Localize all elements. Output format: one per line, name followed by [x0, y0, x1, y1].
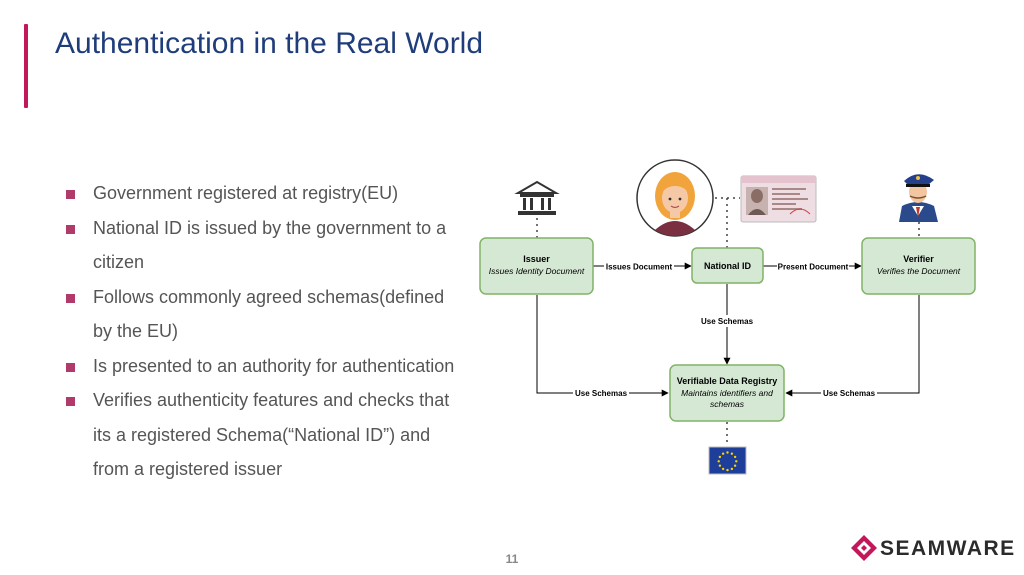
edge-label-use-schemas-left: Use Schemas: [575, 389, 628, 398]
seamware-logo-icon: [851, 535, 877, 561]
bullet-text: its a registered Schema(“National ID”) a…: [93, 424, 431, 445]
seamware-logo: SEAMWARE: [850, 534, 1014, 562]
node-registry-subtitle: Maintains identifiers and: [681, 388, 773, 398]
edge-use-schemas-right: [785, 295, 920, 397]
bullet-text: citizen: [93, 252, 145, 272]
node-verifier: [861, 237, 976, 295]
bullet-text: Verifies authenticity features and check…: [93, 390, 450, 410]
page-number: 11: [505, 552, 519, 566]
government-building-icon: [514, 180, 560, 215]
edge-label-use-schemas: Use Schemas: [701, 317, 754, 326]
edge-label-present-document: Present Document: [778, 263, 849, 272]
edge-label-issues-document: Issues Document: [606, 263, 673, 272]
node-verifier-title: Verifier: [903, 254, 934, 264]
id-card-icon: [740, 175, 817, 223]
bullet-text: Follows commonly agreed schemas(defined: [93, 286, 445, 307]
node-verifier-subtitle: Verifies the Document: [877, 266, 961, 276]
bullet-marker: [66, 397, 75, 406]
bullet-item: Government registered at registry(EU): [66, 176, 486, 211]
police-officer-icon: [899, 174, 938, 222]
bullet-text: Is presented to an authority for authent…: [93, 355, 455, 376]
bullet-text: Government registered at registry(EU): [93, 183, 399, 203]
bullet-marker: [66, 293, 75, 303]
bullet-list: Government registered at registry(EU) Na…: [66, 176, 486, 487]
node-registry-title: Verifiable Data Registry: [677, 376, 778, 386]
edge-label-use-schemas-right: Use Schemas: [823, 389, 876, 398]
node-registry: [669, 364, 785, 422]
bullet-marker: [66, 190, 75, 199]
title-accent-bar: [24, 24, 28, 108]
citizen-avatar-icon: [636, 159, 714, 237]
slide-title: Authentication in the Real World: [55, 27, 484, 60]
bullet-text: by the EU): [93, 321, 179, 341]
bullet-item: Verifies authenticity features and check…: [66, 383, 486, 487]
bullet-marker: [66, 362, 75, 372]
node-issuer-subtitle: Issues Identity Document: [489, 266, 585, 276]
node-national-id-title: National ID: [704, 261, 752, 271]
eu-flag-icon: [708, 446, 747, 475]
node-registry-subtitle: schemas: [710, 399, 745, 409]
node-national-id: [691, 247, 764, 284]
bullet-marker: [66, 224, 75, 234]
bullet-item: Is presented to an authority for authent…: [66, 349, 486, 384]
bullet-item: Follows commonly agreed schemas(defined …: [66, 280, 486, 349]
seamware-logo-text: SEAMWARE: [880, 537, 1016, 560]
bullet-text: National ID is issued by the government …: [93, 217, 447, 238]
node-issuer: [479, 237, 594, 295]
node-issuer-title: Issuer: [523, 254, 550, 264]
bullet-text: from a registered issuer: [93, 459, 283, 479]
bullet-item: National ID is issued by the government …: [66, 211, 486, 280]
edge-use-schemas-left: [536, 295, 669, 397]
